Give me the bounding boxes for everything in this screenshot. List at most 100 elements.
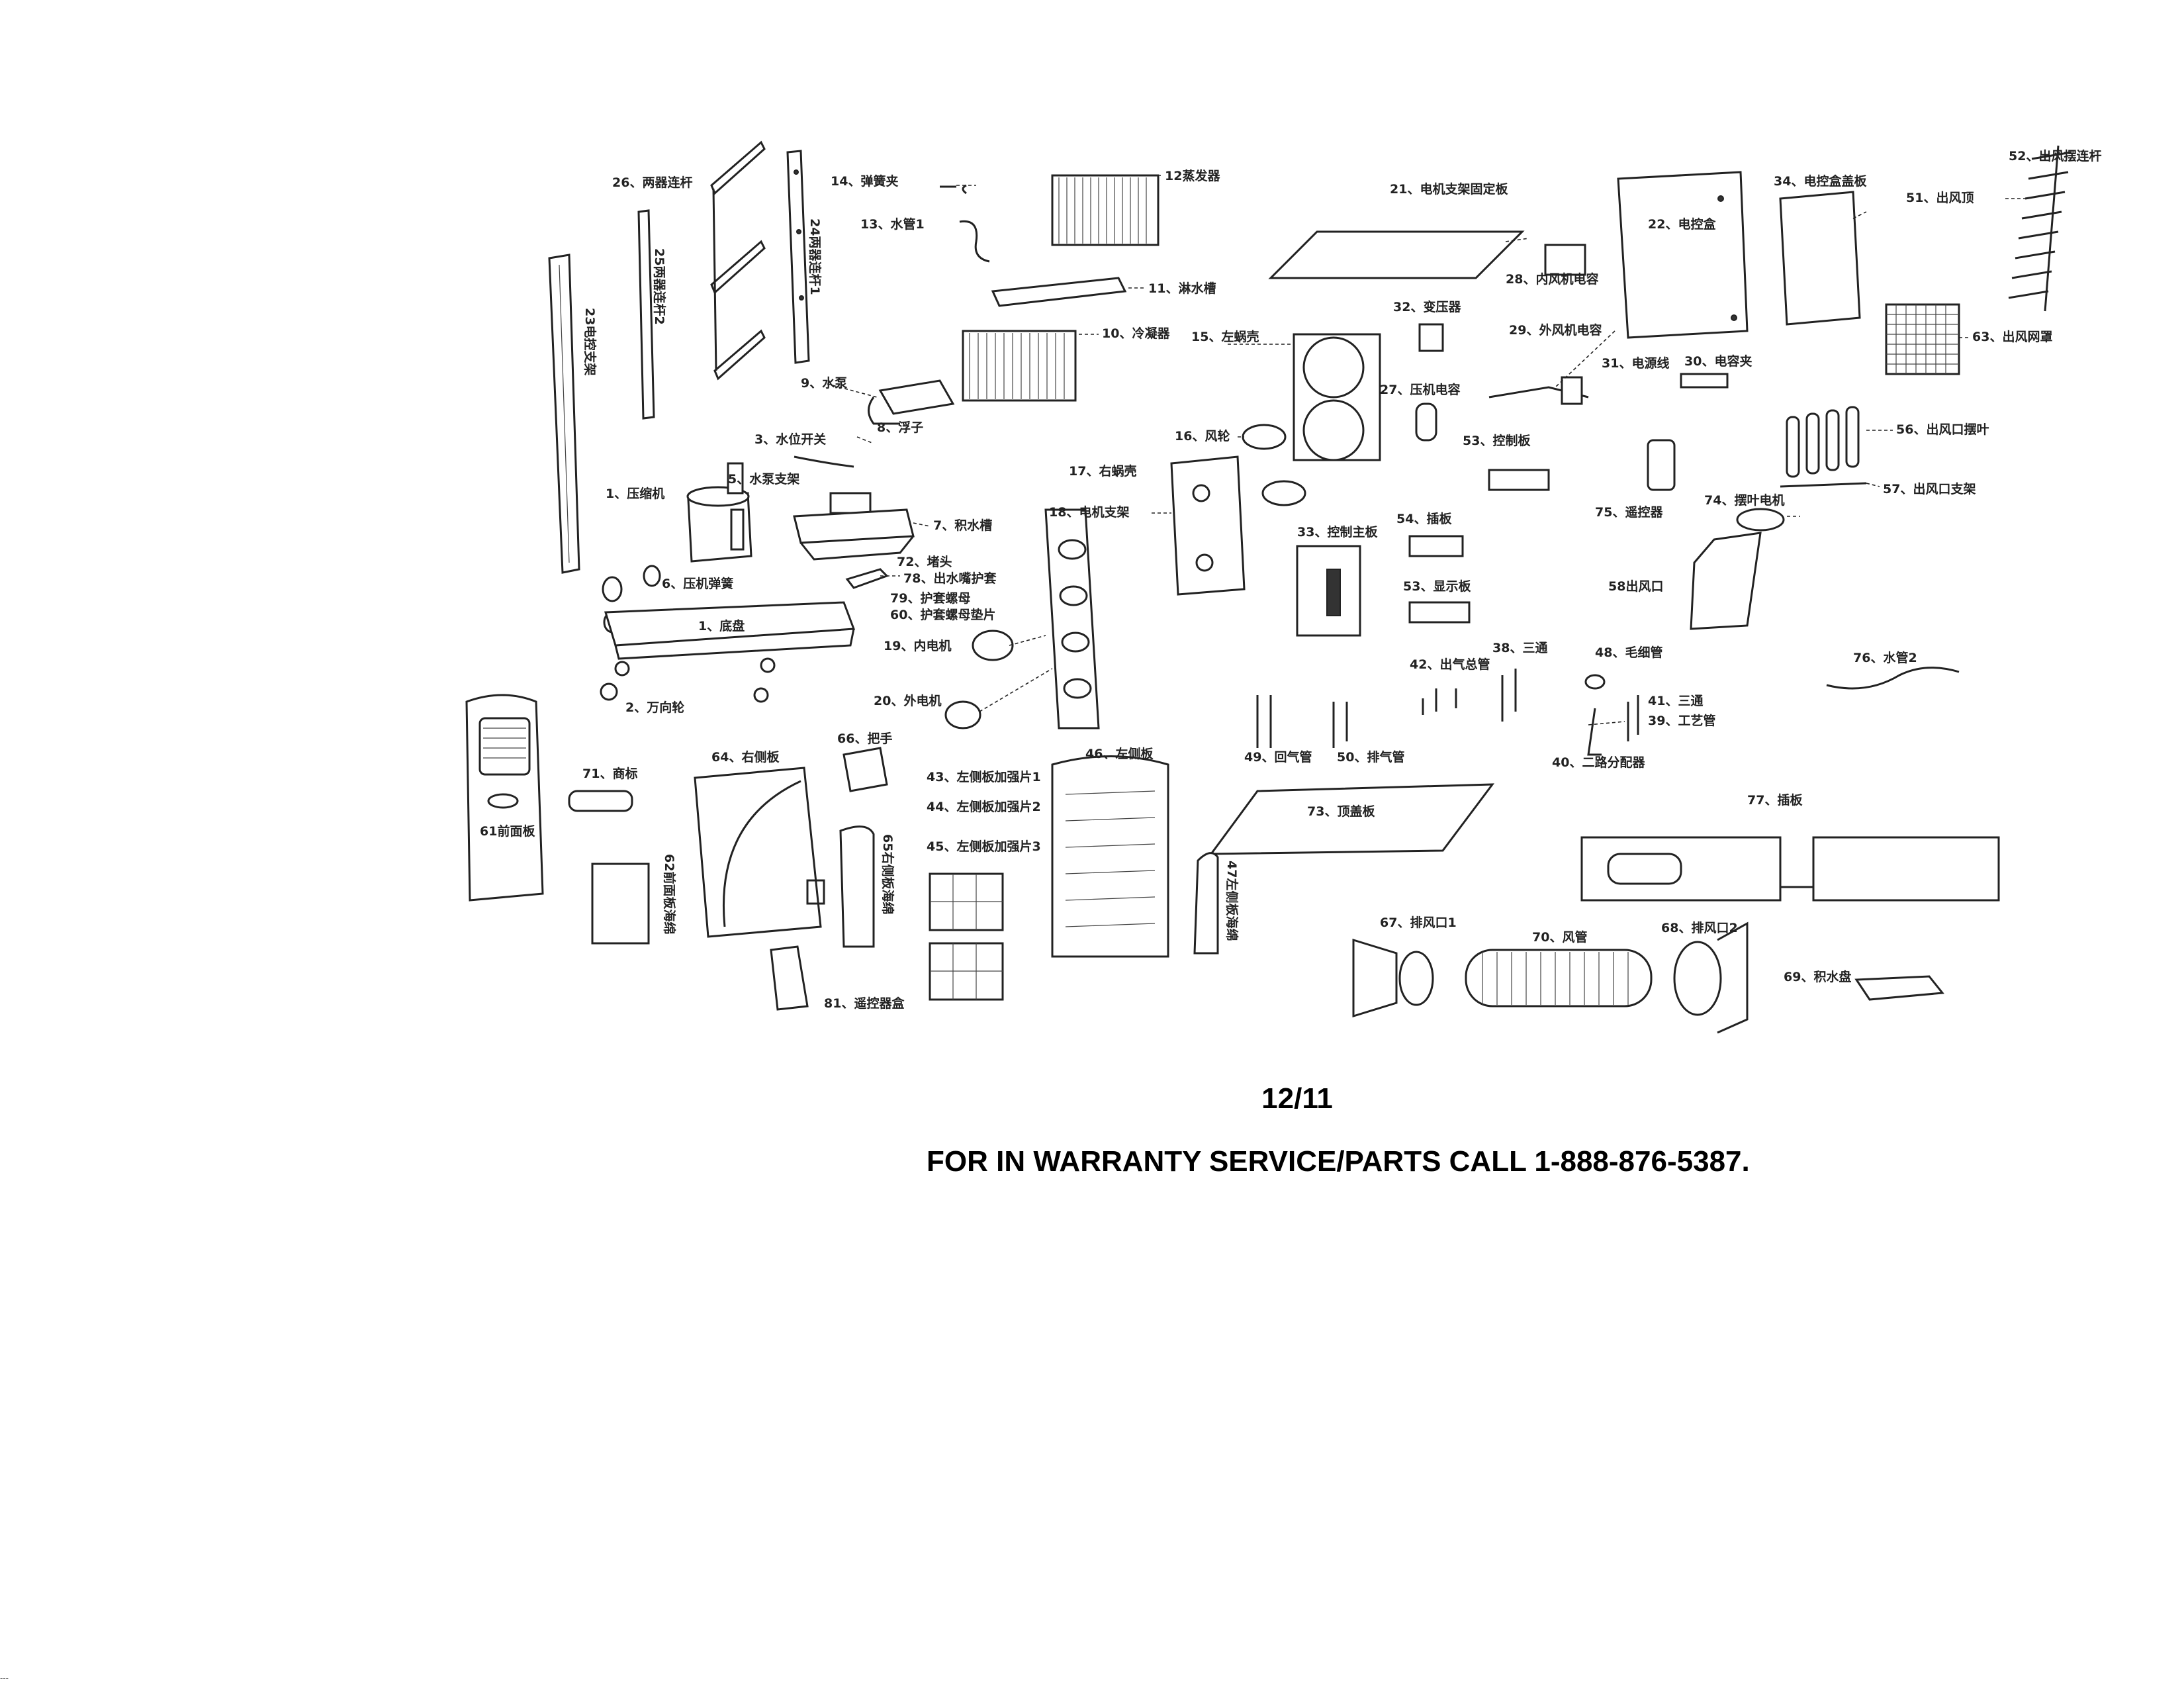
label-28: 28、内风机电容: [1506, 271, 1598, 287]
part-12-evaporator: [1051, 174, 1160, 246]
label-60: 60、护套螺母垫片: [890, 607, 995, 622]
label-43: 43、左侧板加强片1: [927, 769, 1041, 784]
label-38: 38、三通: [1492, 641, 1548, 655]
part-9-water-pump: [868, 379, 955, 425]
label-10: 10、冷凝器: [1102, 326, 1170, 341]
part-69-drain-pan: [1854, 975, 1944, 1001]
part-15-left-volute: [1293, 333, 1381, 461]
part-41-tee: [1627, 695, 1639, 741]
label-46: 46、左侧板: [1085, 746, 1154, 761]
part-62-front-panel-sponge: [591, 863, 650, 945]
label-78: 78、出水嘴护套: [903, 571, 997, 586]
label-16: 16、风轮: [1175, 428, 1230, 444]
part-38-tee: [1501, 669, 1517, 722]
label-18: 18、电机支架: [1049, 504, 1129, 520]
label-69: 69、积水盘: [1784, 969, 1851, 984]
label-15: 15、左蜗壳: [1191, 329, 1259, 344]
label-56: 56、出风口摆叶: [1896, 422, 1989, 437]
part-49-return-pipe: [1256, 695, 1272, 748]
part-43-45-reinforcement-plates: [929, 872, 1004, 1001]
label-29: 29、外风机电容: [1509, 322, 1602, 338]
part-10-condenser: [962, 330, 1077, 402]
label-34: 34、电控盒盖板: [1774, 173, 1867, 189]
label-27: 27、压机电容: [1380, 382, 1460, 397]
part-81-remote-box: [770, 945, 809, 1011]
label-8: 8、浮子: [877, 420, 923, 435]
part-42-outlet-manifold: [1422, 688, 1457, 715]
part-58-air-outlet: [1690, 532, 1762, 630]
label-57: 57、出风口支架: [1883, 481, 1976, 496]
part-11-drip-tray: [991, 277, 1127, 307]
label-2: 2、万向轮: [625, 700, 684, 715]
label-81: 81、遥控器盒: [824, 996, 905, 1011]
part-77-slide-plate: [1580, 836, 2000, 902]
warranty-service-notice: FOR IN WARRANTY SERVICE/PARTS CALL 1-888…: [927, 1145, 1750, 1178]
label-49: 49、回气管: [1244, 749, 1312, 765]
part-71-trademark: [568, 790, 633, 812]
label-20: 20、外电机: [874, 693, 941, 708]
part-70-air-hose: [1465, 949, 1653, 1008]
part-53-control-board: [1488, 469, 1550, 491]
label-58: 58出风口: [1608, 579, 1663, 594]
label-66: 66、把手: [837, 731, 892, 746]
part-46-left-side-panel: [1051, 755, 1169, 958]
part-23-electric-bracket: [548, 254, 580, 574]
part-64-right-side-panel: [694, 767, 825, 938]
part-78-outlet-sheath: [845, 568, 889, 589]
label-76: 76、水管2: [1853, 650, 1917, 665]
corner-mark: ---: [0, 1673, 9, 1683]
label-5: 5、水泵支架: [728, 472, 799, 487]
part-19-inner-motor: [972, 630, 1014, 661]
label-12: 12蒸发器: [1165, 168, 1220, 183]
label-79: 79、护套螺母: [890, 590, 970, 606]
part-47-left-panel-sponge: [1193, 852, 1219, 955]
part-74-swing-motor: [1736, 508, 1785, 532]
part-26-connecting-rod: [710, 140, 766, 381]
label-42: 42、出气总管: [1410, 657, 1490, 672]
label-32: 32、变压器: [1393, 299, 1461, 314]
part-5-pump-bracket: [829, 492, 872, 514]
part-54-plug-board: [1408, 535, 1464, 557]
part-63-outlet-grille: [1885, 303, 1960, 375]
part-27-compressor-capacitor: [1415, 402, 1437, 442]
label-41: 41、三通: [1648, 694, 1704, 708]
part-21-motor-fixing-plate: [1268, 230, 1525, 279]
label-6: 6、压机弹簧: [662, 576, 733, 591]
label-67: 67、排风口1: [1380, 915, 1457, 930]
label-7: 7、积水槽: [933, 518, 992, 533]
label-63: 63、出风网罩: [1972, 329, 2052, 344]
label-70: 70、风管: [1532, 929, 1587, 945]
label-13: 13、水管1: [860, 216, 925, 232]
label-68: 68、排风口2: [1661, 920, 1738, 935]
part-28-inner-fan-capacitor: [1544, 244, 1586, 276]
label-64: 64、右侧板: [711, 749, 780, 765]
label-19: 19、内电机: [884, 638, 951, 653]
label-25: 25两器连杆2: [652, 248, 667, 325]
part-52-swing-link: [2008, 145, 2072, 312]
part-labels: 26、两器连杆 14、弹簧夹 12蒸发器 13、水管1 11、淋水槽 10、冷凝…: [480, 148, 2101, 1011]
label-1b: 1、底盘: [698, 618, 745, 633]
part-68-exhaust-port-2: [1673, 921, 1749, 1034]
label-24: 24两器连杆1: [807, 218, 823, 295]
label-31: 31、电源线: [1602, 355, 1669, 371]
part-73-top-cover: [1208, 783, 1495, 855]
label-73: 73、顶盖板: [1307, 804, 1375, 819]
label-54: 54、插板: [1396, 511, 1452, 526]
part-1-base-pan: [604, 601, 856, 660]
part-32-transformer: [1418, 323, 1444, 352]
part-7-water-tank: [793, 508, 915, 561]
part-56-outlet-louvers: [1780, 406, 1867, 488]
label-30: 30、电容夹: [1684, 353, 1752, 369]
label-23: 23电控支架: [582, 308, 598, 375]
part-3-level-switch: [794, 455, 854, 468]
part-22-control-box: [1617, 171, 1749, 339]
label-51: 51、出风顶: [1906, 190, 1974, 205]
label-9: 9、水泵: [801, 376, 847, 391]
part-61-front-panel: [465, 694, 544, 902]
part-13-water-tube: [959, 220, 990, 263]
part-66-handle: [842, 747, 888, 792]
part-24-connecting-rod-1: [786, 150, 810, 364]
part-33-main-control-board: [1296, 545, 1361, 637]
label-47: 47左侧板海绵: [1224, 861, 1240, 941]
part-labels-vertical: 23电控支架 25两器连杆2 24两器连杆1 62前面板海绵 65右侧板海绵 4…: [582, 218, 1240, 941]
